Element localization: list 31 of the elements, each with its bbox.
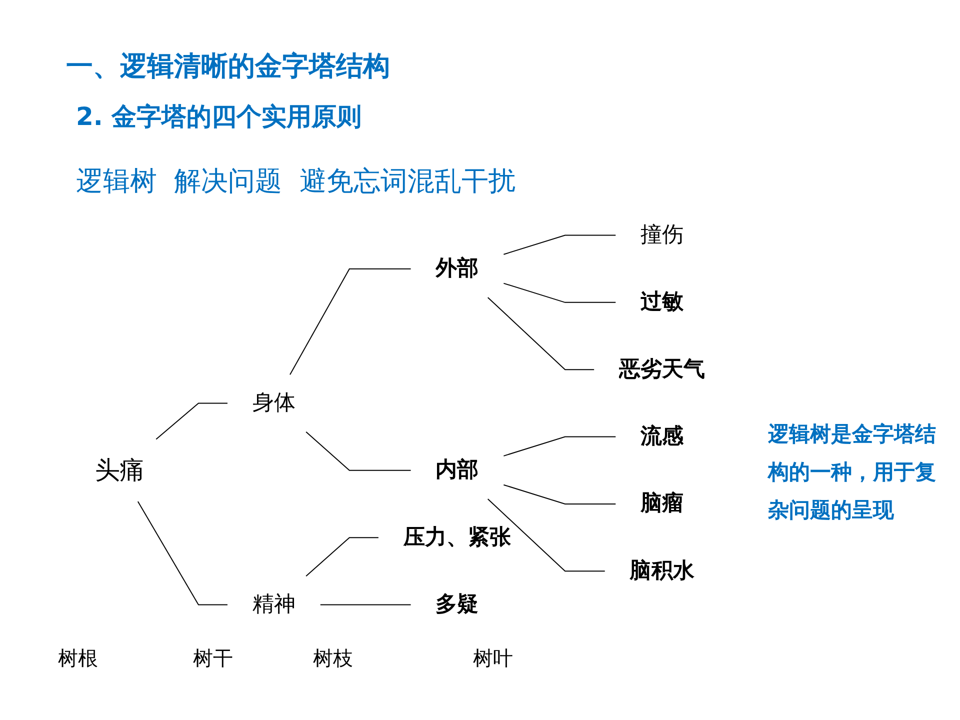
node-text: 脑瘤 <box>640 491 684 516</box>
connector <box>290 268 412 376</box>
connector <box>137 501 228 606</box>
node-text: 脑积水 <box>630 558 694 584</box>
node-text: 压力、紧张 <box>403 524 512 550</box>
node-text: 精神 <box>252 592 296 617</box>
node-text: 过敏 <box>640 290 684 314</box>
connector <box>503 436 616 456</box>
connector <box>306 537 379 577</box>
node-text: 撞伤 <box>640 222 684 248</box>
connector <box>320 604 412 606</box>
note: 逻辑树是金字塔结构的一种，用于复杂问题的呈现 <box>768 421 937 524</box>
connector <box>487 498 606 572</box>
connector <box>503 234 616 255</box>
level-label: 树枝 <box>313 645 353 672</box>
node-text: 身体 <box>252 390 296 416</box>
title: 一、逻辑清晰的金字塔结构 <box>66 50 390 84</box>
connector <box>487 296 595 370</box>
node-text: 多疑 <box>436 592 479 617</box>
level-label: 树根 <box>58 645 98 672</box>
level-label: 树干 <box>193 645 233 672</box>
level-label: 树叶 <box>473 645 513 672</box>
subtitle: 2. 金字塔的四个实用原则 <box>76 101 362 133</box>
subtitle: 逻辑树 解决问题 避免忘词混乱干扰 <box>76 165 516 199</box>
node-text: 内部 <box>436 458 479 482</box>
node-text: 头痛 <box>94 456 145 485</box>
connector <box>503 282 616 303</box>
connector <box>156 402 228 440</box>
connector <box>306 431 412 471</box>
connector <box>503 484 616 504</box>
node-text: 流感 <box>640 424 684 449</box>
